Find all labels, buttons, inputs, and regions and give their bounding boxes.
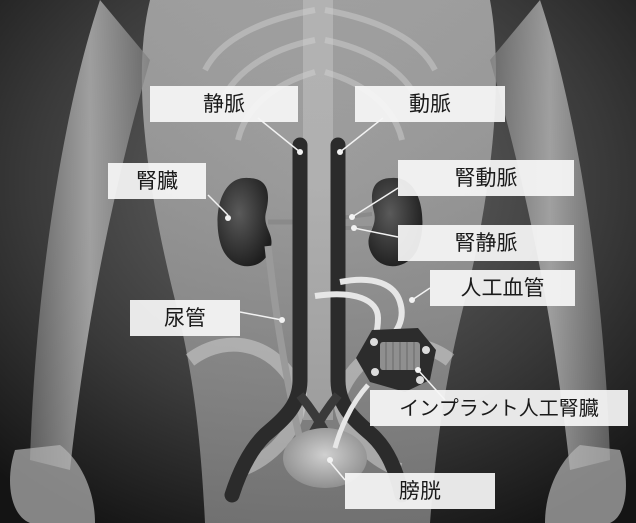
label-artificial-vessel: 人工血管 xyxy=(430,270,575,306)
label-ureter: 尿管 xyxy=(130,300,240,336)
label-implant-kidney: インプラント人工腎臓 xyxy=(370,390,628,426)
kidney-left xyxy=(218,178,272,266)
label-kidney: 腎臓 xyxy=(108,163,206,199)
label-renal-vein: 腎静脈 xyxy=(398,225,574,261)
label-bladder: 膀胱 xyxy=(345,473,495,509)
label-renal-artery: 腎動脈 xyxy=(398,160,574,196)
label-artery: 動脈 xyxy=(355,86,505,122)
label-vein: 静脈 xyxy=(150,86,298,122)
